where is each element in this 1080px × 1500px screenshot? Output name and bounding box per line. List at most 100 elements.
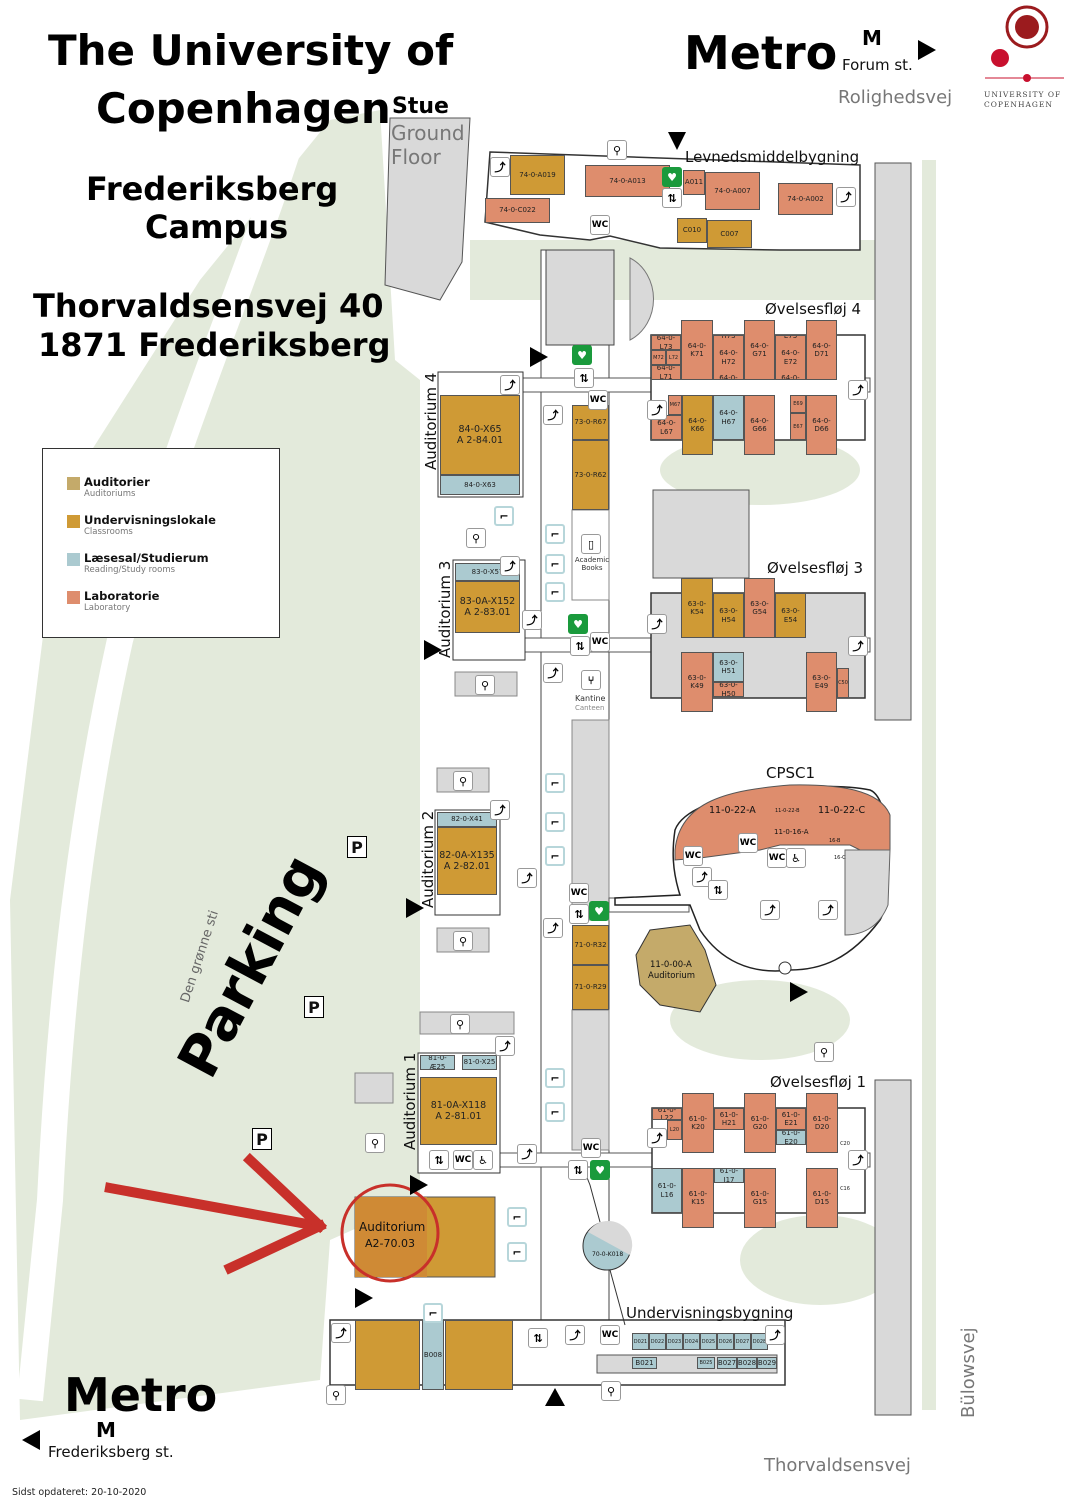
room-B029[interactable]: B029	[757, 1357, 777, 1369]
room-64-0-D71[interactable]: 64-0-D71	[806, 320, 837, 380]
rotunda-gray	[588, 1220, 633, 1255]
room-16-C[interactable]: 16-C	[834, 855, 846, 861]
room-D025[interactable]: D025	[700, 1333, 717, 1350]
room-61-0-G20[interactable]: 61-0-G20	[744, 1093, 776, 1153]
room-64-0-L71[interactable]: 64-0-L71	[651, 365, 681, 380]
room-73-0-R62[interactable]: 73-0-R62	[572, 440, 609, 510]
room-61-0-K15[interactable]: 61-0-K15	[682, 1168, 714, 1228]
room-74-0-C022[interactable]: 74-0-C022	[485, 198, 550, 223]
label-undervisningsbygning: Undervisningsbygning	[626, 1304, 794, 1322]
room-81-0A-X118[interactable]: 81-0A-X118 A 2-81.01	[420, 1077, 497, 1145]
stairs-icon: ⤴	[836, 187, 856, 207]
room-B028[interactable]: B028	[737, 1357, 757, 1369]
room-61-0-D15[interactable]: 61-0-D15	[806, 1168, 838, 1228]
room-61-0-J17[interactable]: 61-0-J17	[714, 1168, 744, 1183]
room-M67[interactable]: M67	[668, 395, 682, 415]
room-D024[interactable]: D024	[683, 1333, 700, 1350]
room-C16[interactable]: C16	[838, 1182, 852, 1196]
room-C007[interactable]: C007	[707, 220, 752, 248]
room-11-0-22-A[interactable]: 11-0-22-A	[709, 805, 756, 816]
room-D021[interactable]: D021	[632, 1333, 649, 1350]
building-east-2	[874, 1079, 912, 1416]
room-74-0-A019[interactable]: 74-0-A019	[510, 155, 565, 195]
room-81-0-X25[interactable]: 81-0-X25	[462, 1055, 497, 1070]
room-82-0A-X135[interactable]: 82-0A-X135 A 2-82.01	[437, 827, 497, 895]
bicycle-parking-icon: ⚲	[453, 771, 473, 791]
legend-sublabel: Laboratory	[84, 603, 131, 613]
room-84-0-X63[interactable]: 84-0-X63	[440, 475, 520, 495]
room-63-0-E54[interactable]: 63-0-E54	[775, 593, 806, 638]
room-64-0-K71[interactable]: 64-0-K71	[681, 320, 713, 380]
room-63-0-G54[interactable]: 63-0-G54	[744, 578, 775, 638]
room-11-0-22-B[interactable]: 11-0-22-B	[775, 808, 800, 814]
room-B025[interactable]: B025	[697, 1357, 715, 1369]
auditorium-11-0-00-A	[635, 924, 717, 1013]
room-74-0-A002[interactable]: 74-0-A002	[778, 183, 833, 215]
room-L72[interactable]: L72	[666, 350, 681, 365]
highlight-auditorium-label[interactable]: Auditorium	[359, 1220, 426, 1234]
room-B027[interactable]: B027	[717, 1357, 737, 1369]
legend-label: Laboratorie	[84, 589, 160, 603]
room-64-0-L67[interactable]: 64-0-L67	[651, 415, 682, 440]
room-61-0-D20[interactable]: 61-0-D20	[806, 1093, 838, 1153]
room-E67[interactable]: E67	[790, 413, 806, 440]
room-63-0-H54[interactable]: 63-0-H54	[713, 593, 744, 638]
room-M72[interactable]: M72	[651, 350, 666, 365]
room-83-0A-X152[interactable]: 83-0A-X152 A 2-83.01	[455, 581, 520, 633]
bookstore-icon: ▯	[581, 534, 601, 554]
room-74-0-A007[interactable]: 74-0-A007	[705, 172, 760, 210]
room-71-0-R29[interactable]: 71-0-R29	[572, 965, 609, 1010]
room-C50[interactable]: C50	[837, 668, 849, 698]
room-64-0-H73[interactable]: 64-0-H73 64-0-H72 64-0-H71	[713, 335, 744, 380]
room-64-0-G66[interactable]: 64-0-G66	[744, 395, 775, 455]
room-63-0-H50[interactable]: 63-0-H50	[713, 682, 744, 697]
room-64-0-E73[interactable]: 64-0-E73 64-0-E72 64-0-E71	[775, 335, 806, 380]
room-64-0-L73[interactable]: 64-0-L73	[651, 335, 681, 350]
room-64-0-D66[interactable]: 64-0-D66	[806, 395, 837, 455]
label-auditorium-2: Auditorium 2	[419, 810, 437, 908]
room-64-0-H67[interactable]: 64-0-H67	[713, 395, 744, 440]
room-11-0-16-A[interactable]: 11-0-16-A	[774, 828, 809, 836]
room-A011[interactable]: A011	[683, 170, 705, 195]
room-11-0-00-A-code[interactable]: 11-0-00-A	[650, 960, 692, 970]
room-73-0-R67[interactable]: 73-0-R67	[572, 405, 609, 440]
room-C010[interactable]: C010	[677, 218, 707, 243]
room-71-0-R32[interactable]: 71-0-R32	[572, 925, 609, 965]
room-81-0-Æ25[interactable]: 81-0-Æ25	[420, 1055, 455, 1070]
last-updated: Sidst opdateret: 20-10-2020	[12, 1487, 147, 1498]
room-D022[interactable]: D022	[649, 1333, 666, 1350]
room-63-0-K54[interactable]: 63-0-K54	[681, 578, 713, 638]
room-63-0-H51[interactable]: 63-0-H51	[713, 652, 744, 682]
room-61-0-L16[interactable]: 61-0-L16	[652, 1168, 682, 1213]
room-61-0-L22[interactable]: 61-0-L22	[652, 1108, 682, 1120]
room-63-0-E49[interactable]: 63-0-E49	[806, 652, 837, 712]
room-64-0-G71[interactable]: 64-0-G71	[744, 320, 775, 380]
room-61-0-K20[interactable]: 61-0-K20	[682, 1093, 714, 1153]
study-seat-icon: ⌐	[494, 506, 514, 526]
room-B008[interactable]: B008	[422, 1320, 444, 1390]
room-61-0-E21[interactable]: 61-0-E21	[776, 1108, 806, 1130]
room-B021[interactable]: B021	[632, 1357, 657, 1369]
room-L20[interactable]: L20	[667, 1120, 682, 1140]
room-61-0-H21[interactable]: 61-0-H21	[714, 1108, 744, 1130]
room-D023[interactable]: D023	[666, 1333, 683, 1350]
stairs-icon: ⤴	[647, 614, 667, 634]
room-61-0-G15[interactable]: 61-0-G15	[744, 1168, 776, 1228]
room-74-0-A013[interactable]: 74-0-A013	[585, 165, 670, 197]
room-84-0-X65[interactable]: 84-0-X65 A 2-84.01	[440, 395, 520, 475]
highlight-auditorium-code[interactable]: A2-70.03	[365, 1237, 415, 1250]
room-63-0-K49[interactable]: 63-0-K49	[681, 652, 713, 712]
room-70-0-K018[interactable]: 70-0-K018	[592, 1251, 624, 1258]
room-16-B[interactable]: 16-B	[829, 838, 841, 844]
room-11-0-22-C[interactable]: 11-0-22-C	[818, 805, 866, 816]
room-D026[interactable]: D026	[717, 1333, 734, 1350]
room-61-0-E20[interactable]: 61-0-E20	[776, 1130, 806, 1145]
room-E69[interactable]: E69	[790, 395, 806, 413]
room-64-0-K66[interactable]: 64-0-K66	[682, 395, 713, 455]
room-82-0-X41[interactable]: 82-0-X41	[437, 812, 497, 827]
entrance-arrow-icon	[530, 347, 548, 367]
red-arrow	[104, 1152, 328, 1275]
room-C20[interactable]: C20	[838, 1138, 852, 1150]
room-D027[interactable]: D027	[734, 1333, 751, 1350]
toilet-icon: WC	[600, 1325, 620, 1345]
